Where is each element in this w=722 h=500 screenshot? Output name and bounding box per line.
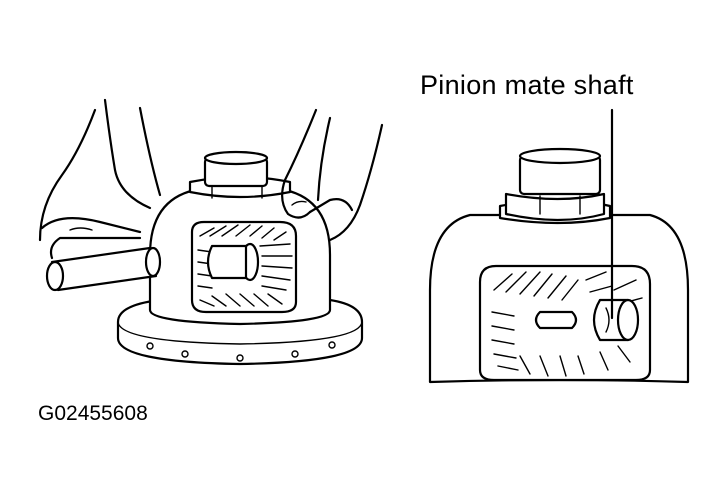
- right-closeup-assembly: [428, 108, 690, 384]
- left-differential-assembly: [38, 98, 384, 366]
- case-window: [190, 220, 298, 314]
- case-top-hub: [188, 150, 292, 199]
- pinion-shaft-rod-left: [45, 246, 162, 292]
- left-hand: [38, 98, 162, 260]
- closeup-window: [478, 264, 652, 382]
- figure-id: G02455608: [38, 402, 148, 425]
- closeup-top-hub: [498, 147, 612, 225]
- right-hand: [281, 108, 384, 242]
- callout-label-pinion-mate-shaft: Pinion mate shaft: [420, 70, 634, 100]
